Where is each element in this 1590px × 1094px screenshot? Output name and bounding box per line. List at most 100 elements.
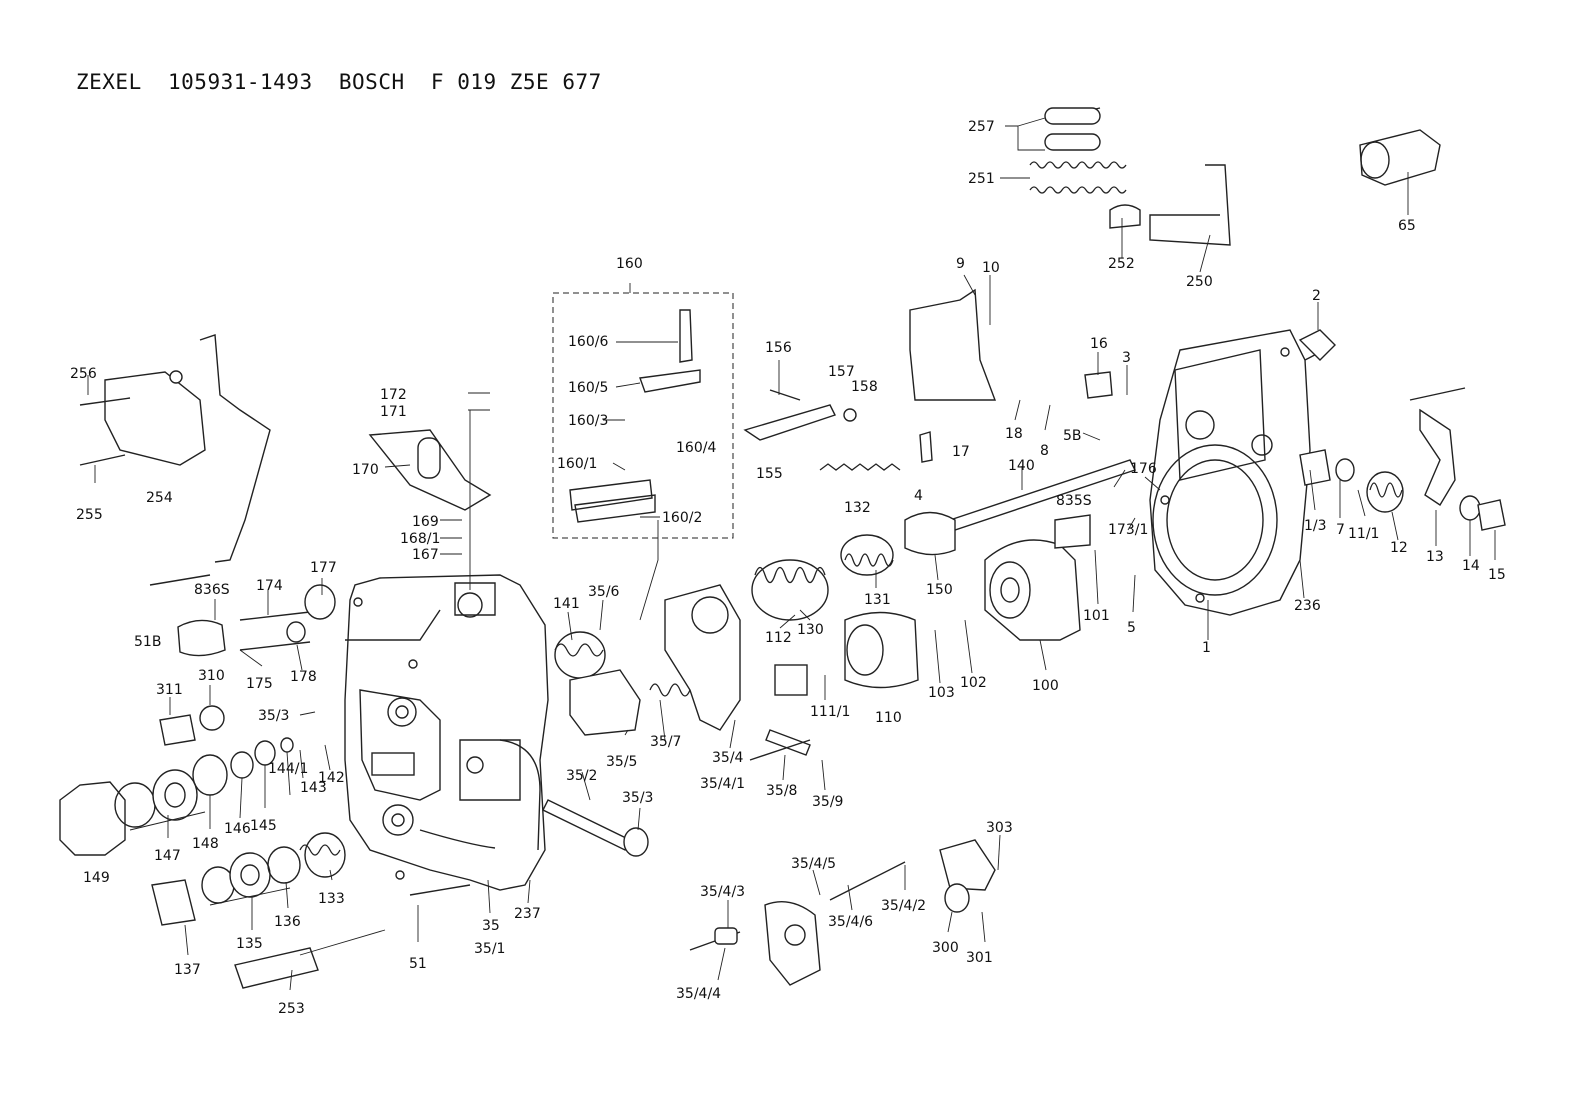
label-51: 51 <box>409 956 427 972</box>
label-167: 167 <box>412 547 439 563</box>
leader-lines <box>87 117 1496 991</box>
label-148: 148 <box>192 836 219 852</box>
label-35-4-6: 35/4/6 <box>828 914 873 930</box>
label-51B: 51B <box>134 634 161 650</box>
label-2: 2 <box>1312 288 1321 304</box>
label-150: 150 <box>926 582 953 598</box>
label-173-1: 173/1 <box>1108 522 1148 538</box>
label-176: 176 <box>1130 461 1157 477</box>
label-15: 15 <box>1488 567 1506 583</box>
label-254: 254 <box>146 490 173 506</box>
label-142: 142 <box>318 770 345 786</box>
label-35-4-5: 35/4/5 <box>791 856 836 872</box>
fittings-left <box>59 574 471 989</box>
label-1-3: 1/3 <box>1304 518 1327 534</box>
label-11-1: 11/1 <box>1348 526 1379 542</box>
title-maker-zexel: ZEXEL <box>76 70 142 94</box>
label-35-7: 35/7 <box>650 734 681 750</box>
label-160: 160 <box>616 256 643 272</box>
label-110: 110 <box>875 710 902 726</box>
label-141: 141 <box>553 596 580 612</box>
label-160-1: 160/1 <box>557 456 597 472</box>
label-35-8: 35/8 <box>766 783 797 799</box>
label-35-4: 35/4 <box>712 750 744 766</box>
label-131: 131 <box>864 592 891 608</box>
label-160-2: 160/2 <box>662 510 702 526</box>
label-103: 103 <box>928 685 955 701</box>
title-number-bosch: F 019 Z5E 677 <box>430 70 602 94</box>
label-111-1: 111/1 <box>810 704 850 720</box>
label-147: 147 <box>154 848 181 864</box>
label-255: 255 <box>76 507 103 523</box>
label-7: 7 <box>1336 522 1345 538</box>
label-35-2: 35/2 <box>566 768 597 784</box>
label-160-6: 160/6 <box>568 334 608 350</box>
label-16: 16 <box>1090 336 1108 352</box>
label-137: 137 <box>174 962 201 978</box>
part-labels: 257 251 65 252 250 160 9 10 2 160/6 160/… <box>70 119 1506 1017</box>
label-160-3: 160/3 <box>568 413 608 429</box>
label-144-1: 144/1 <box>268 761 308 777</box>
title-maker-bosch: BOSCH <box>338 70 405 94</box>
label-311: 311 <box>156 682 183 698</box>
label-102: 102 <box>960 675 987 691</box>
label-178: 178 <box>290 669 317 685</box>
label-143: 143 <box>300 780 327 796</box>
label-5: 5 <box>1127 620 1136 636</box>
label-136: 136 <box>274 914 301 930</box>
label-160-5: 160/5 <box>568 380 608 396</box>
label-251: 251 <box>968 171 995 187</box>
title-number-zexel: 105931-1493 <box>168 70 313 94</box>
label-35-4-4: 35/4/4 <box>676 986 721 1002</box>
label-35-6: 35/6 <box>588 584 620 600</box>
label-236: 236 <box>1294 598 1321 614</box>
right-parts <box>743 129 1506 689</box>
label-9: 9 <box>956 256 965 272</box>
label-12: 12 <box>1390 540 1408 556</box>
label-168-1: 168/1 <box>400 531 440 547</box>
label-130: 130 <box>797 622 824 638</box>
label-155: 155 <box>756 466 783 482</box>
bracket-254 <box>79 334 271 563</box>
label-145: 145 <box>250 818 277 834</box>
label-158: 158 <box>851 379 878 395</box>
governor-cover <box>1149 329 1331 616</box>
label-146: 146 <box>224 821 251 837</box>
label-160-4: 160/4 <box>676 440 716 456</box>
label-35-5: 35/5 <box>606 754 637 770</box>
label-252: 252 <box>1108 256 1135 272</box>
label-836S: 836S <box>194 582 230 598</box>
label-17: 17 <box>952 444 970 460</box>
center-parts <box>368 292 996 986</box>
label-10: 10 <box>982 260 1000 276</box>
label-35: 35 <box>482 918 500 934</box>
label-175: 175 <box>246 676 273 692</box>
label-132: 132 <box>844 500 871 516</box>
label-133: 133 <box>318 891 345 907</box>
label-14: 14 <box>1462 558 1480 574</box>
label-35-4-2: 35/4/2 <box>881 898 926 914</box>
label-5B: 5B <box>1063 428 1082 444</box>
label-112: 112 <box>765 630 792 646</box>
label-303: 303 <box>986 820 1013 836</box>
label-835S: 835S <box>1056 493 1092 509</box>
label-174: 174 <box>256 578 283 594</box>
label-1: 1 <box>1202 640 1211 656</box>
label-301: 301 <box>966 950 993 966</box>
label-100: 100 <box>1032 678 1059 694</box>
label-35-1: 35/1 <box>474 941 505 957</box>
diagram-title: ZEXEL 105931-1493 BOSCH F 019 Z5E 677 <box>76 70 602 94</box>
label-250: 250 <box>1186 274 1213 290</box>
label-149: 149 <box>83 870 110 886</box>
label-237: 237 <box>514 906 541 922</box>
cam-plate <box>984 539 1081 641</box>
label-156: 156 <box>765 340 792 356</box>
label-170: 170 <box>352 462 379 478</box>
label-157: 157 <box>828 364 855 380</box>
label-172: 172 <box>380 387 407 403</box>
label-35-3b: 35/3 <box>622 790 653 806</box>
label-253: 253 <box>278 1001 305 1017</box>
pump-housing <box>344 574 549 891</box>
label-18: 18 <box>1005 426 1023 442</box>
